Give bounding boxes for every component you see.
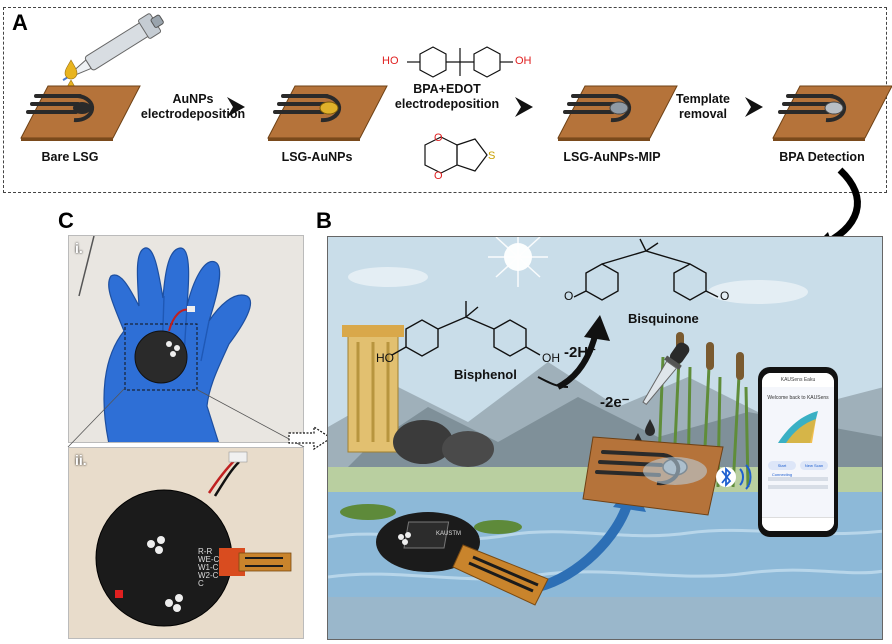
arrow-3-label: Template removal <box>658 92 748 122</box>
bpa-structure <box>407 46 513 78</box>
pcb-label-4: W2-C <box>198 571 219 580</box>
phone-btn-scan[interactable]: New Scan <box>800 461 828 470</box>
arrow-1-line2: electrodeposition <box>140 107 246 121</box>
pcb-label-1: R-R <box>198 547 213 556</box>
panel-letter-a: A <box>12 10 28 35</box>
electrode-bpa-detection <box>772 85 892 141</box>
arrow-1-line1: AuNPs <box>172 92 214 106</box>
pcb-label-5: C <box>198 579 204 588</box>
step-label-bpa-detection: BPA Detection <box>779 150 865 164</box>
bisphenol-oh: OH <box>542 351 560 365</box>
photo-glove-device: i. <box>68 235 304 443</box>
edot-structure <box>424 136 488 174</box>
sun-icon <box>488 237 548 287</box>
phone-list-line <box>768 477 828 481</box>
arrow-1-label: AuNPs electrodeposition <box>138 92 248 122</box>
bisquinone-o-right: O <box>720 289 730 303</box>
chevron-right-icon <box>515 97 533 117</box>
chevron-right-icon <box>745 97 763 117</box>
phone-list-line <box>768 485 828 489</box>
chem-ho: HO <box>382 55 399 67</box>
chevron-right-icon <box>227 97 245 117</box>
pipette-icon <box>62 13 164 81</box>
phone-screen: KAUSens Eaku Welcome back to KAUSens Sta… <box>762 373 834 531</box>
electrode-lsg-aunps <box>267 85 388 141</box>
chem-o-top: O <box>434 132 443 144</box>
phone-btn-start[interactable]: Start Connecting <box>768 461 796 477</box>
scene-device <box>376 512 549 606</box>
bisquinone-label: Bisquinone <box>628 311 699 326</box>
phone-welcome: Welcome back to KAUSens <box>767 395 829 401</box>
phone-icon: KAUSens Eaku Welcome back to KAUSens Sta… <box>758 367 838 537</box>
phone-tabbar <box>762 517 834 531</box>
bluetooth-icon <box>716 464 752 490</box>
minus-2h-label: -2H⁺ <box>564 344 597 361</box>
subpanel-i-label: i. <box>75 240 83 256</box>
pcb-label-3: W1-C <box>198 563 219 572</box>
chem-s: S <box>488 150 496 162</box>
photo-device-closeup: R-R WE-C W1-C W2-C C ii. <box>68 447 304 639</box>
glove-hand <box>69 236 303 442</box>
pcb-label-2: WE-C <box>198 555 220 564</box>
arrow-3-line2: removal <box>679 107 727 121</box>
phone-header: KAUSens Eaku <box>762 373 834 387</box>
minus-2e-label: -2e⁻ <box>600 394 630 411</box>
bisphenol-structure <box>391 301 541 357</box>
phone-logo-icon <box>778 411 818 443</box>
bisphenol-ho: HO <box>376 351 394 365</box>
arrow-2-line1: BPA+EDOT <box>413 82 481 96</box>
panel-a-frame <box>3 7 887 193</box>
chip-label: KAUSTM <box>436 531 462 537</box>
electrode-bare-lsg <box>20 85 141 141</box>
panel-letter-c: C <box>58 208 74 233</box>
device-closeup <box>69 448 303 638</box>
bisphenol-label: Bisphenol <box>454 367 517 382</box>
step-label-bare-lsg: Bare LSG <box>41 150 99 164</box>
scene-electrode <box>582 436 724 516</box>
chem-o-bottom: O <box>434 170 443 182</box>
step-label-lsg-aunps-mip: LSG-AuNPs-MIP <box>563 150 661 164</box>
hollow-arrow <box>288 425 333 451</box>
arrow-3-line1: Template <box>676 92 730 106</box>
environment-scene: HO OH Bisphenol O O Bisquinone -2H⁺ -2e⁻ <box>327 236 883 640</box>
bisquinone-structure <box>573 238 719 301</box>
electrode-lsg-aunps-mip <box>557 85 678 141</box>
panel-letter-b: B <box>316 208 332 233</box>
arrow-2-line2: electrodeposition <box>394 97 500 111</box>
arrow-2-label: BPA+EDOT electrodeposition <box>392 82 502 112</box>
step-label-lsg-aunps: LSG-AuNPs <box>281 150 353 164</box>
chem-oh: OH <box>515 55 532 67</box>
bisquinone-o-left: O <box>564 289 574 303</box>
dropper-icon <box>633 342 690 450</box>
subpanel-ii-label: ii. <box>75 452 87 468</box>
